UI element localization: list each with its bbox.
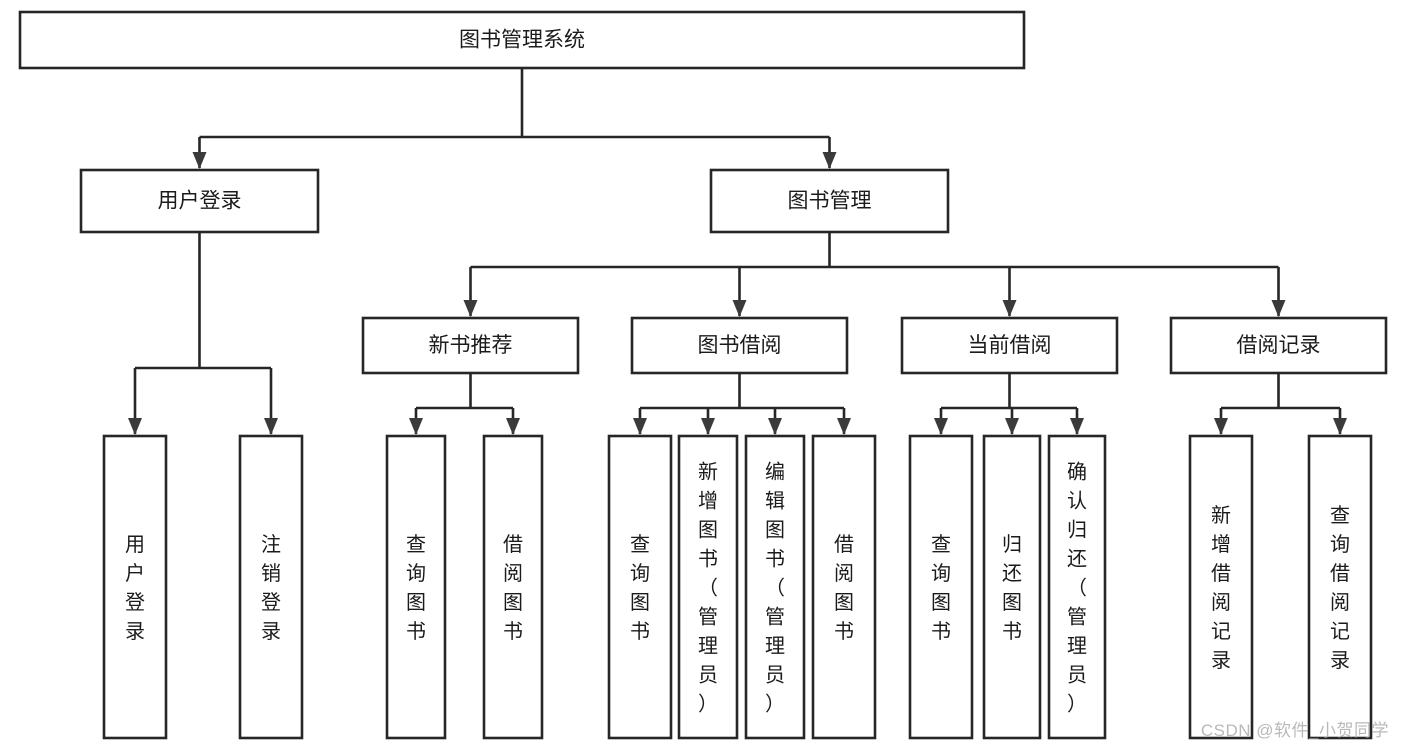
node-leaf-records-0-label: 新增借阅记录 — [1211, 504, 1231, 672]
node-level2-2-box[interactable] — [900, 316, 1119, 375]
node-root[interactable]: 图书管理系统 — [18, 10, 1026, 70]
node-leaf-borrow-1-box[interactable] — [677, 434, 739, 740]
node-leaf-current-1-label: 归还图书 — [1002, 533, 1022, 643]
arrow-login-to-leaf-0 — [128, 418, 142, 435]
node-leaf-current-2-box[interactable] — [1047, 434, 1107, 740]
arrow-current-to-leaf-1 — [1005, 418, 1019, 435]
node-level2-2-label: 当前借阅 — [968, 334, 1052, 357]
node-leaf-records-1[interactable]: 查询借阅记录 — [1307, 434, 1373, 740]
node-level2-2[interactable]: 当前借阅 — [900, 316, 1119, 375]
node-leaf-newbook-0-box[interactable] — [385, 434, 447, 740]
node-leaf-borrow-0-box[interactable] — [607, 434, 673, 740]
arrow-borrow-to-leaf-0 — [633, 418, 647, 435]
csdn-watermark: CSDN @软件_小贺同学 — [1200, 721, 1389, 740]
node-leaf-newbook-0-label: 查询图书 — [406, 533, 426, 643]
arrow-current-to-leaf-0 — [934, 418, 948, 435]
node-leaf-current-1[interactable]: 归还图书 — [982, 434, 1042, 740]
node-level2-0-box[interactable] — [361, 316, 580, 375]
node-leaf-borrow-0-label: 查询图书 — [630, 533, 650, 643]
node-level1-0[interactable]: 用户登录 — [79, 168, 320, 234]
node-leaf-borrow-3-box[interactable] — [811, 434, 877, 740]
node-level2-3-box[interactable] — [1169, 316, 1388, 375]
arrow-root-to-level1-1 — [822, 152, 837, 169]
node-leaf-borrow-1[interactable]: 新增图书（管理员） — [677, 434, 739, 740]
node-leaf-records-1-label: 查询借阅记录 — [1330, 504, 1350, 672]
node-leaf-login-0-box[interactable] — [102, 434, 168, 740]
node-level1-1-box[interactable] — [709, 168, 950, 234]
arrow-bookmgmt-to-level2-2 — [1002, 300, 1017, 317]
arrow-root-to-level1-0 — [192, 152, 207, 169]
node-leaf-newbook-1-label: 借阅图书 — [503, 533, 523, 643]
arrow-records-to-leaf-0 — [1214, 418, 1228, 435]
node-level2-0[interactable]: 新书推荐 — [361, 316, 580, 375]
node-leaf-current-1-box[interactable] — [982, 434, 1042, 740]
arrow-records-to-leaf-1 — [1333, 418, 1347, 435]
arrow-current-to-leaf-2 — [1070, 418, 1084, 435]
node-leaf-login-1-box[interactable] — [238, 434, 304, 740]
node-leaf-login-1[interactable]: 注销登录 — [238, 434, 304, 740]
node-level2-3[interactable]: 借阅记录 — [1169, 316, 1388, 375]
arrow-bookmgmt-to-level2-1 — [732, 300, 747, 317]
node-level2-0-label: 新书推荐 — [429, 334, 513, 357]
node-level2-1[interactable]: 图书借阅 — [630, 316, 849, 375]
node-leaf-current-0[interactable]: 查询图书 — [908, 434, 974, 740]
node-level2-3-label: 借阅记录 — [1237, 334, 1321, 357]
node-leaf-records-0[interactable]: 新增借阅记录 — [1188, 434, 1254, 740]
node-level1-0-label: 用户登录 — [158, 190, 242, 213]
arrow-bookmgmt-to-level2-0 — [463, 300, 478, 317]
node-level2-1-label: 图书借阅 — [698, 334, 782, 357]
arrow-borrow-to-leaf-2 — [768, 418, 782, 435]
node-level1-1-label: 图书管理 — [788, 190, 872, 213]
node-leaf-login-0-label: 用户登录 — [125, 534, 145, 643]
node-level2-1-box[interactable] — [630, 316, 849, 375]
node-level1-0-box[interactable] — [79, 168, 320, 234]
node-leaf-newbook-1[interactable]: 借阅图书 — [482, 434, 544, 740]
node-leaf-borrow-2-label: 编辑图书（管理员） — [765, 461, 785, 716]
node-level1-1[interactable]: 图书管理 — [709, 168, 950, 234]
node-leaf-borrow-2[interactable]: 编辑图书（管理员） — [744, 434, 806, 740]
node-leaf-current-2[interactable]: 确认归还（管理员） — [1047, 434, 1107, 740]
node-leaf-borrow-3-label: 借阅图书 — [834, 533, 854, 643]
node-leaf-current-2-label: 确认归还（管理员） — [1067, 461, 1087, 716]
node-leaf-records-1-box[interactable] — [1307, 434, 1373, 740]
node-leaf-newbook-0[interactable]: 查询图书 — [385, 434, 447, 740]
arrow-borrow-to-leaf-3 — [837, 418, 851, 435]
node-leaf-borrow-1-label: 新增图书（管理员） — [698, 461, 718, 716]
node-leaf-current-0-box[interactable] — [908, 434, 974, 740]
node-leaf-borrow-3[interactable]: 借阅图书 — [811, 434, 877, 740]
node-root-box[interactable] — [18, 10, 1026, 70]
node-root-label: 图书管理系统 — [459, 29, 585, 52]
node-leaf-login-1-label: 注销登录 — [261, 533, 281, 643]
node-leaf-records-0-box[interactable] — [1188, 434, 1254, 740]
node-leaf-borrow-0[interactable]: 查询图书 — [607, 434, 673, 740]
node-leaf-current-0-label: 查询图书 — [931, 533, 951, 643]
arrow-newbook-to-leaf-0 — [409, 418, 423, 435]
node-leaf-login-0[interactable]: 用户登录 — [102, 434, 168, 740]
node-leaf-newbook-1-box[interactable] — [482, 434, 544, 740]
arrow-newbook-to-leaf-1 — [506, 418, 520, 435]
arrow-login-to-leaf-1 — [264, 418, 278, 435]
arrow-bookmgmt-to-level2-3 — [1271, 300, 1286, 317]
arrow-borrow-to-leaf-1 — [701, 418, 715, 435]
node-leaf-borrow-2-box[interactable] — [744, 434, 806, 740]
